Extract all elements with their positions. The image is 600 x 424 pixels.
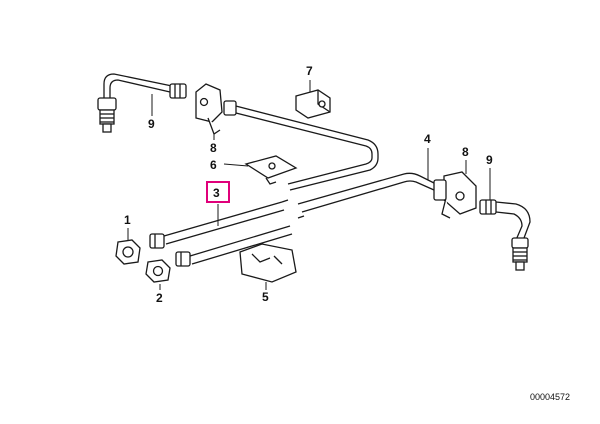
catalog-number: 00004572: [530, 392, 570, 402]
right-main-pipe: [297, 172, 437, 213]
part-2-nut: [145, 259, 171, 283]
part-1-nut: [115, 239, 141, 265]
part-7-grommet: [295, 89, 331, 119]
callout-9-left: 9: [148, 117, 155, 131]
right-bracket: [433, 171, 477, 219]
callout-5: 5: [262, 290, 269, 304]
callout-2: 2: [156, 291, 163, 305]
part-6-clip: [244, 155, 298, 185]
callout-1: 1: [124, 213, 131, 227]
upper-left-brake-line: [103, 73, 187, 100]
callout-6: 6: [210, 158, 217, 172]
lower-brake-pipes: [163, 199, 305, 265]
left-bracket: [195, 83, 223, 135]
left-banjo-fitting: [97, 97, 117, 133]
pipe-end-nuts: [149, 233, 191, 267]
part-5-clip: [239, 243, 297, 283]
right-banjo-fitting: [511, 237, 529, 271]
callout-3: 3: [213, 186, 220, 200]
callout-3-highlight: [206, 181, 230, 203]
callout-8-left: 8: [210, 141, 217, 155]
callout-7: 7: [306, 64, 313, 78]
upper-main-pipe: [223, 100, 379, 191]
callout-9-right: 9: [486, 153, 493, 167]
right-brake-line: [479, 199, 531, 241]
callout-4: 4: [424, 132, 431, 146]
leader-lines: [127, 80, 491, 290]
callout-8-right: 8: [462, 145, 469, 159]
